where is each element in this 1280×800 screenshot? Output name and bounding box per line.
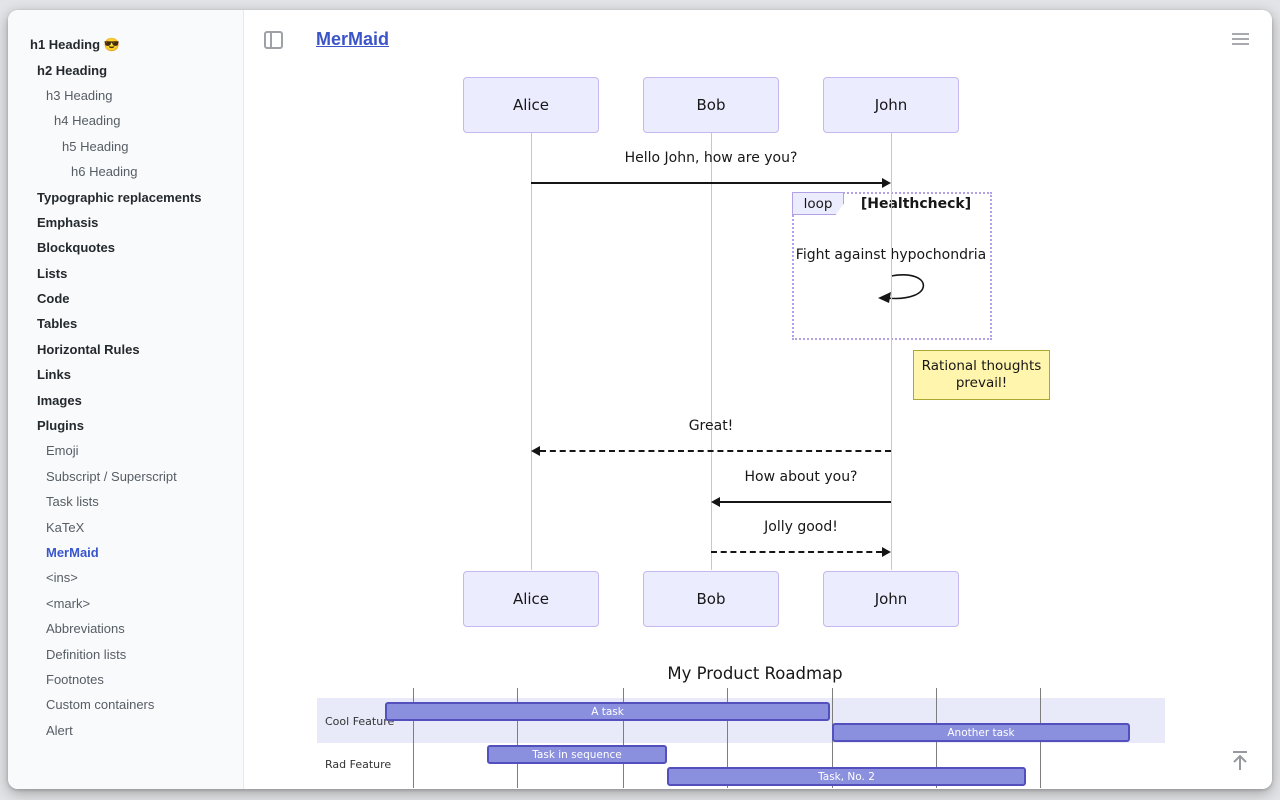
scroll-to-top-button[interactable] — [1229, 749, 1251, 773]
actor-box-bob-top: Bob — [643, 77, 779, 133]
loop-frame — [792, 192, 992, 340]
gantt-task-bar-task-in-sequence: Task in sequence — [487, 745, 667, 764]
sidebar-item-subscript-superscript[interactable]: Subscript / Superscript — [46, 468, 177, 484]
gantt-section-label-cool-feature: Cool Feature — [325, 715, 395, 728]
sidebar-item-tables[interactable]: Tables — [37, 316, 78, 332]
sidebar-item-abbreviations[interactable]: Abbreviations — [46, 621, 125, 637]
sidebar-item-emoji[interactable]: Emoji — [46, 443, 79, 459]
page-title-link[interactable]: MerMaid — [316, 29, 390, 49]
sidebar-nav: h1 Heading 😎 h2 Heading h3 Heading h4 Headi… — [8, 10, 243, 743]
sidebar-item-links[interactable]: Links — [37, 367, 71, 383]
sidebar-item-images[interactable]: Images — [37, 392, 82, 408]
actor-box-alice-bottom: Alice — [463, 571, 599, 627]
self-loop-arrow — [878, 274, 925, 303]
hamburger-menu-icon[interactable] — [1232, 33, 1249, 45]
sidebar-item-custom-containers[interactable]: Custom containers — [46, 697, 155, 713]
message-label: How about you? — [744, 469, 858, 485]
scroll-to-top-icon — [1233, 751, 1247, 770]
message-line — [531, 182, 882, 184]
gantt-gridline — [623, 688, 624, 788]
arrowhead-icon — [882, 547, 891, 557]
sidebar-item-typographic-replacements[interactable]: Typographic replacements — [37, 189, 202, 205]
gantt-gridline — [517, 688, 518, 788]
actor-box-bob-bottom: Bob — [643, 571, 779, 627]
sidebar-item-h6-heading[interactable]: h6 Heading — [71, 164, 138, 180]
sidebar-item-horizontal-rules[interactable]: Horizontal Rules — [37, 341, 140, 357]
gantt-task-bar-another-task: Another task — [832, 723, 1130, 742]
sidebar-toggle-icon[interactable] — [264, 31, 283, 49]
message-label: Great! — [688, 418, 734, 434]
sidebar-item-h1-heading[interactable]: h1 Heading 😎 — [30, 36, 120, 52]
lifeline-john — [891, 132, 892, 570]
arrowhead-icon — [531, 446, 540, 456]
sidebar-item-h3-heading[interactable]: h3 Heading — [46, 87, 113, 103]
sidebar: h1 Heading 😎 h2 Heading h3 Heading h4 Headi… — [8, 10, 244, 789]
sidebar-item-task-lists[interactable]: Task lists — [46, 494, 99, 510]
message-line — [540, 450, 891, 452]
sidebar-item-plugins[interactable]: Plugins — [37, 418, 84, 434]
sidebar-item-h4-heading[interactable]: h4 Heading — [54, 113, 121, 129]
actor-box-alice-top: Alice — [463, 77, 599, 133]
lifeline-bob — [711, 132, 712, 570]
message-line — [720, 501, 891, 503]
sidebar-item-blockquotes[interactable]: Blockquotes — [37, 240, 116, 256]
gantt-gridline — [413, 688, 414, 788]
sidebar-item-katex[interactable]: KaTeX — [46, 519, 85, 535]
gantt-task-bar-task-no-2: Task, No. 2 — [667, 767, 1026, 786]
sidebar-item-mark[interactable]: <mark> — [46, 595, 91, 611]
main-content: MerMaid loop [Healthcheck] Fight against… — [244, 10, 1272, 789]
sidebar-item-h5-heading[interactable]: h5 Heading — [62, 138, 129, 154]
message-label: Hello John, how are you? — [624, 150, 798, 166]
loop-condition: [Healthcheck] — [860, 196, 972, 212]
message-label: Jolly good! — [764, 519, 838, 535]
sidebar-item-footnotes[interactable]: Footnotes — [46, 671, 104, 687]
lifeline-alice — [531, 132, 532, 570]
arrowhead-icon — [711, 497, 720, 507]
message-line — [711, 551, 882, 553]
sidebar-item-lists[interactable]: Lists — [37, 265, 68, 281]
sidebar-item-emphasis[interactable]: Emphasis — [37, 214, 99, 230]
sidebar-item-definition-lists[interactable]: Definition lists — [46, 646, 127, 662]
gantt-task-bar-a-task: A task — [385, 702, 830, 721]
sidebar-item-mermaid[interactable]: MerMaid — [46, 545, 99, 560]
sidebar-item-h2-heading[interactable]: h2 Heading — [37, 62, 108, 78]
gantt-gridline — [727, 688, 728, 788]
sidebar-item-code[interactable]: Code — [37, 291, 70, 307]
sidebar-item-ins[interactable]: <ins> — [46, 570, 78, 586]
sidebar-item-alert[interactable]: Alert — [46, 722, 73, 738]
gantt-title: My Product Roadmap — [667, 664, 843, 683]
actor-box-john-bottom: John — [823, 571, 959, 627]
note-box: Rational thoughts prevail! — [913, 350, 1050, 400]
gantt-section-label-rad-feature: Rad Feature — [325, 758, 392, 771]
actor-box-john-top: John — [823, 77, 959, 133]
loop-label: loop — [792, 192, 844, 215]
arrowhead-icon — [882, 178, 891, 188]
app-window: h1 Heading 😎 h2 Heading h3 Heading h4 Headi… — [8, 10, 1272, 789]
